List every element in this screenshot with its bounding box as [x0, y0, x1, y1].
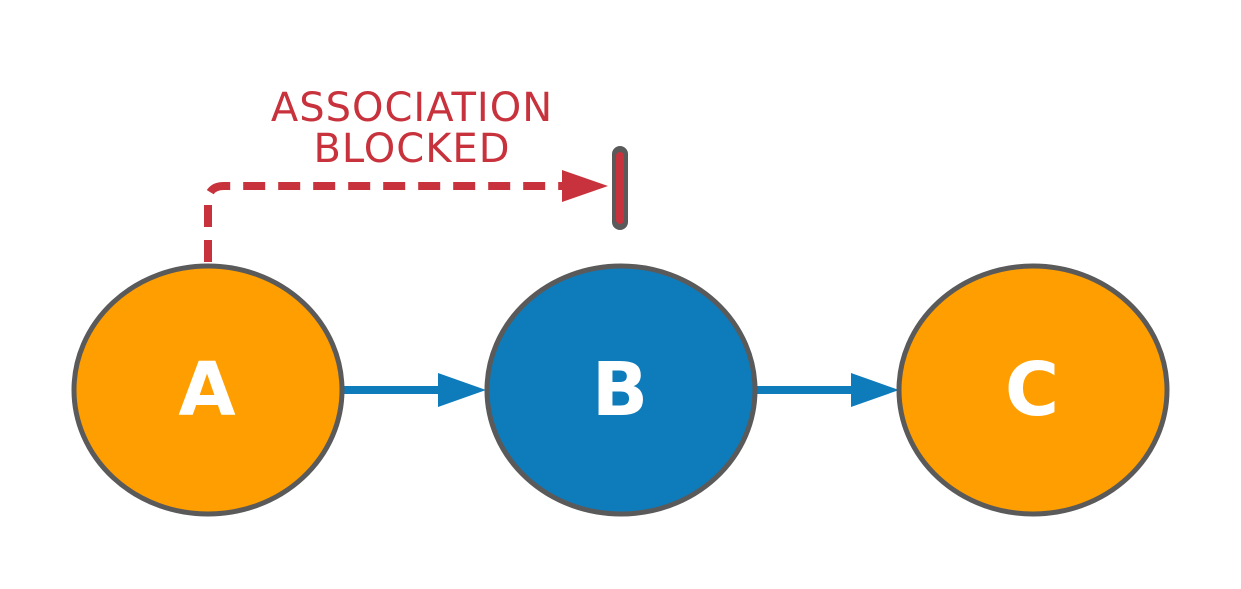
node-a-label: A [178, 347, 237, 433]
node-c-circle [896, 263, 1170, 517]
edge-b-to-c [756, 373, 899, 407]
node-a: A [71, 263, 345, 517]
node-a-circle [71, 263, 345, 517]
node-c: C [896, 263, 1170, 517]
edge-a-to-b [342, 373, 486, 407]
blocked-label-line-2: BLOCKED [313, 126, 510, 172]
node-b-circle [484, 263, 758, 517]
blocked-label-line-1: ASSOCIATION [271, 85, 553, 131]
node-b: B [484, 263, 758, 517]
node-c-label: C [1005, 347, 1061, 433]
blocked-association [204, 146, 628, 262]
node-b-label: B [592, 347, 650, 433]
edge-a-to-b-arrowhead [438, 373, 486, 407]
edge-b-to-c-arrowhead [851, 373, 899, 407]
blocked-arrowhead [562, 170, 608, 202]
blocked-dashed-line [204, 182, 572, 262]
